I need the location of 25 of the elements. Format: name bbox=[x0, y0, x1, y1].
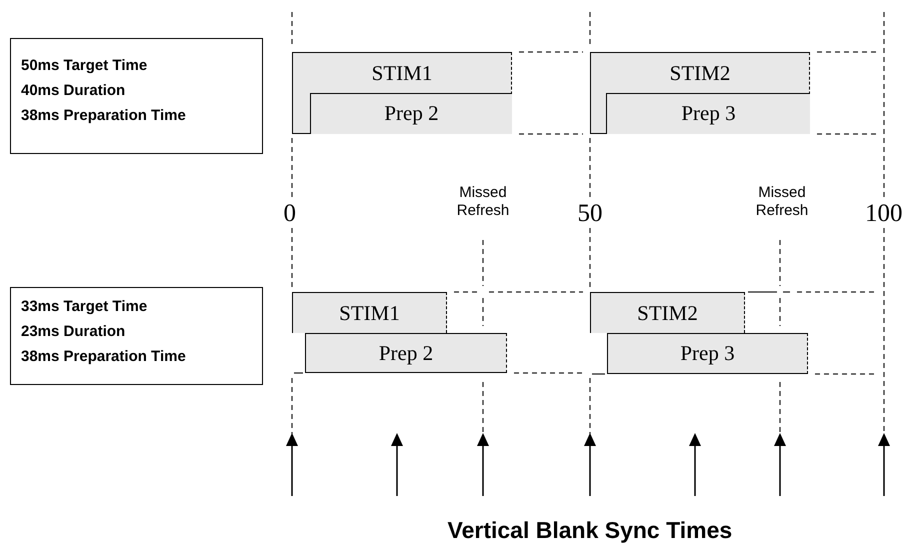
info-box bbox=[10, 38, 263, 154]
bar-label: STIM1 bbox=[370, 60, 434, 87]
bar-label: STIM1 bbox=[338, 300, 401, 327]
info-box bbox=[10, 287, 263, 385]
bar-label: STIM2 bbox=[668, 60, 732, 87]
preparation-bar bbox=[310, 93, 512, 134]
preparation-bar bbox=[606, 93, 810, 134]
info-text: 50ms Target Time bbox=[21, 56, 148, 76]
info-text: 38ms Preparation Time bbox=[21, 106, 186, 126]
preparation-bar bbox=[607, 333, 808, 374]
bar-label: Prep 3 bbox=[679, 340, 736, 367]
preparation-bar bbox=[305, 333, 507, 373]
bar-label: Prep 2 bbox=[383, 100, 440, 127]
bar-label: Prep 3 bbox=[680, 100, 737, 127]
bar-label: Prep 2 bbox=[378, 340, 434, 367]
axis-title: Vertical Blank Sync Times bbox=[448, 517, 732, 544]
stimulus-bar bbox=[292, 52, 512, 134]
info-text: 40ms Duration bbox=[21, 81, 126, 101]
stimulus-bar bbox=[292, 292, 447, 333]
info-text: 38ms Preparation Time bbox=[21, 347, 186, 367]
bar-label: STIM2 bbox=[636, 300, 699, 327]
stimulus-bar bbox=[590, 52, 810, 134]
info-text: 23ms Duration bbox=[21, 322, 126, 342]
stimulus-bar bbox=[590, 292, 745, 333]
info-text: 33ms Target Time bbox=[21, 297, 148, 317]
